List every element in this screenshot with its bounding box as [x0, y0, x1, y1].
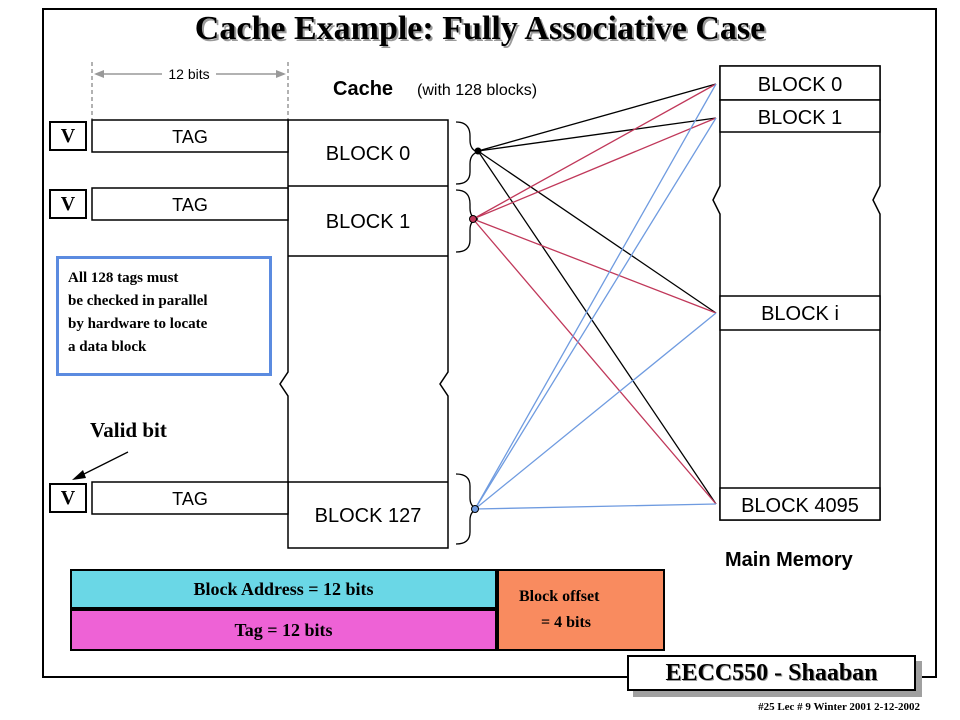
- parallel-check-note: All 128 tags must be checked in parallel…: [56, 256, 272, 376]
- cache-block-0-label: BLOCK 0: [326, 143, 410, 165]
- connector-dot-block-127: [471, 505, 479, 513]
- cache-heading-note: (with 128 blocks): [417, 82, 537, 99]
- note-line: be checked in parallel: [68, 293, 208, 309]
- note-line: All 128 tags must: [68, 270, 179, 286]
- block-offset-size: = 4 bits: [541, 614, 592, 631]
- connector-dot-block-0: [474, 147, 482, 155]
- block-offset-label: Block offset: [519, 588, 600, 605]
- mapping-lines-red: [472, 83, 717, 505]
- course-badge-text: EECC550 - Shaaban: [627, 655, 916, 691]
- main-memory-column: [712, 65, 881, 521]
- note-line: by hardware to locate: [68, 316, 208, 332]
- slide-title: Cache Example: Fully Associative Case: [194, 10, 766, 47]
- block-braces: [455, 121, 479, 545]
- valid-bit-arrow: [72, 451, 129, 480]
- cache-block-1-label: BLOCK 1: [326, 211, 410, 233]
- valid-bit-box-0: V: [49, 121, 87, 151]
- bit-width-dimension: 12 bits: [91, 62, 289, 120]
- tag-fields: [91, 119, 289, 515]
- tag-field-0-label: TAG: [172, 127, 208, 147]
- note-line: a data block: [68, 339, 147, 355]
- cache-heading: Cache: [333, 78, 393, 100]
- cache-block-127-label: BLOCK 127: [315, 505, 422, 527]
- tag-bar: Tag = 12 bits: [70, 609, 497, 651]
- connector-dot-block-1: [469, 215, 477, 223]
- mapping-lines-black: [477, 83, 717, 505]
- memory-block-4095-label: BLOCK 4095: [741, 495, 859, 517]
- slide-footer: #25 Lec # 9 Winter 2001 2-12-2002: [758, 701, 920, 713]
- memory-block-0-label: BLOCK 0: [758, 74, 842, 96]
- mapping-lines-blue: [474, 83, 717, 510]
- memory-block-1-label: BLOCK 1: [758, 107, 842, 129]
- block-address-bar: Block Address = 12 bits: [70, 569, 497, 609]
- course-badge: EECC550 - Shaaban: [627, 655, 922, 697]
- block-offset-bar: Block offset = 4 bits: [497, 569, 665, 651]
- valid-bit-label: Valid bit: [90, 418, 167, 442]
- tag-field-127-label: TAG: [172, 489, 208, 509]
- tag-field-1-label: TAG: [172, 195, 208, 215]
- main-memory-label: Main Memory: [725, 549, 854, 571]
- valid-bit-box-127: V: [49, 483, 87, 513]
- memory-block-i-label: BLOCK i: [761, 303, 839, 325]
- cache-block-column: [279, 119, 449, 549]
- bit-width-label: 12 bits: [168, 66, 209, 82]
- valid-bit-box-1: V: [49, 189, 87, 219]
